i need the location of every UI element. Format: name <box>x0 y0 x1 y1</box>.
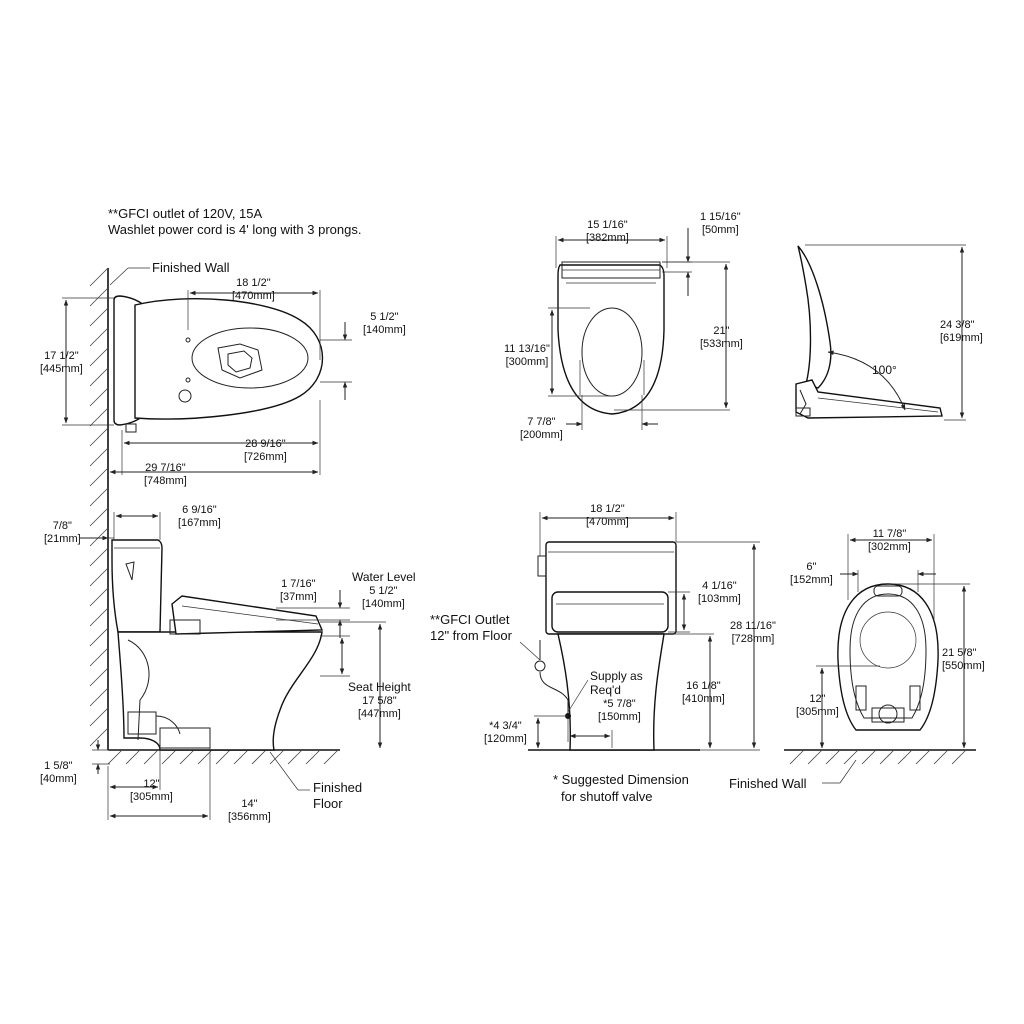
dim-top-bowl-offset: 5 1/2"[140mm] <box>363 311 406 336</box>
dim-side-seat-thick: 1 7/16"[37mm] <box>280 578 317 603</box>
dim-floor-depth: 14"[356mm] <box>228 798 271 823</box>
finished-floor-label-1: Finished <box>313 780 363 795</box>
seat-side-view <box>795 244 966 421</box>
dim-seat-width: 15 1/16"[382mm] <box>586 219 629 244</box>
dim-front-seat-thick: 4 1/16"[103mm] <box>698 580 741 605</box>
dim-wall-gap: 7/8"[21mm] <box>44 520 81 545</box>
front-elevation-view <box>519 512 760 751</box>
supply-label-2: Req'd <box>590 683 621 697</box>
dim-top-seat-length: 28 9/16"[726mm] <box>244 438 287 463</box>
dim-seat-opening-width: 7 7/8"[200mm] <box>520 416 563 441</box>
dim-front-width: 18 1/2"[470mm] <box>586 503 629 528</box>
dim-rear-width: 11 7/8"[302mm] <box>868 528 911 553</box>
angle-label: 100° <box>872 363 897 377</box>
dim-seat-hinge: 1 15/16"[50mm] <box>700 211 741 236</box>
gfci-note-line1: **GFCI outlet of 120V, 15A <box>108 206 263 221</box>
finished-floor-label-2: Floor <box>313 796 343 811</box>
dim-supply-height: *4 3/4"[120mm] <box>484 720 527 745</box>
dim-top-length: 18 1/2"[470mm] <box>232 277 275 302</box>
dim-rear-hole: 6"[152mm] <box>790 561 833 586</box>
dim-front-height: 28 11/16"[728mm] <box>730 620 776 645</box>
dim-rear-rough: 12"[305mm] <box>796 693 839 718</box>
gfci-outlet-label-2: 12" from Floor <box>430 628 512 643</box>
suggested-note-line2: for shutoff valve <box>561 789 653 804</box>
seat-plan-view <box>548 228 730 430</box>
wall-hatch-bottom <box>789 749 967 765</box>
water-level-label: Water Level <box>352 570 416 584</box>
dim-rear-length: 21 5/8"[550mm] <box>942 647 985 672</box>
gfci-outlet-label-1: **GFCI Outlet <box>430 612 510 627</box>
suggested-note-line1: * Suggested Dimension <box>553 772 689 787</box>
finished-wall-label-bottom: Finished Wall <box>729 776 807 791</box>
dim-lid-height: 24 3/8"[619mm] <box>940 319 983 344</box>
dim-base-height: 1 5/8"[40mm] <box>40 760 77 785</box>
supply-label-1: Supply as <box>590 669 643 683</box>
gfci-note-line2: Washlet power cord is 4' long with 3 pro… <box>108 222 362 237</box>
floor-hatch-side <box>107 749 339 765</box>
dim-tank-depth: 6 9/16"[167mm] <box>178 504 221 529</box>
dim-seat-length: 21"[533mm] <box>700 325 743 350</box>
dim-seat-opening-length: 11 13/16"[300mm] <box>504 343 550 368</box>
dim-front-rim: 16 1/8"[410mm] <box>682 680 725 705</box>
dim-water-level: 5 1/2"[140mm] <box>362 585 405 610</box>
top-plan-view <box>62 267 352 750</box>
dim-supply-offset: *5 7/8"[150mm] <box>598 698 641 723</box>
bottom-plan-view <box>784 534 976 784</box>
dim-top-height: 17 1/2"[445mm] <box>40 350 83 375</box>
dim-seat-height: 17 5/8"[447mm] <box>358 695 401 720</box>
dim-rough-in: 12"[305mm] <box>130 778 173 803</box>
finished-wall-label-top: Finished Wall <box>152 260 230 275</box>
wall-hatch-top <box>89 267 109 747</box>
seat-height-label: Seat Height <box>348 680 411 694</box>
side-elevation-view <box>80 512 386 820</box>
dim-top-overall: 29 7/16"[748mm] <box>144 462 187 487</box>
